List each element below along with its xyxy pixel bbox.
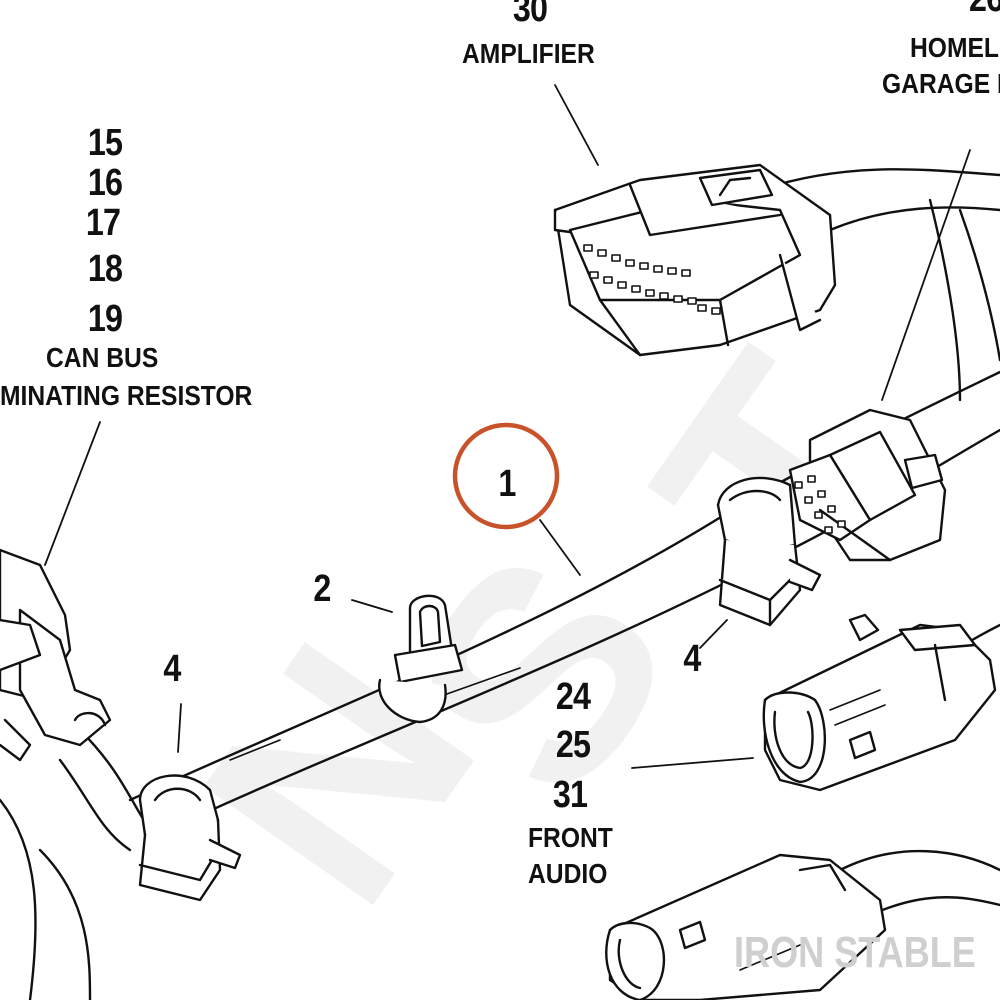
right-clamp-callout-number: 4 xyxy=(683,638,701,680)
left-branches xyxy=(0,728,152,1000)
amplifier-label: AMPLIFIER xyxy=(462,38,595,69)
left-harness-clamp xyxy=(138,774,242,902)
can-bus-callout-number: 16 xyxy=(87,162,123,204)
amplifier-callout-number: 30 xyxy=(512,0,548,30)
can-bus-label-line1: CAN BUS xyxy=(46,342,159,373)
lower-connector xyxy=(605,853,887,1000)
homelink-callout-number: 26 xyxy=(969,0,1000,18)
amplifier-branch xyxy=(758,168,1000,402)
front-audio-callout-number: 31 xyxy=(552,774,588,816)
iron-stable-watermark: IRON STABLE xyxy=(734,928,976,977)
clip-callout-number: 2 xyxy=(313,568,331,610)
amplifier-connector xyxy=(553,163,837,357)
homelink-label-line1: HOMELI xyxy=(910,32,1000,63)
highlight-circle xyxy=(452,422,560,530)
can-bus-callout-number: 15 xyxy=(87,122,123,164)
amplifier-pins xyxy=(583,244,721,315)
front-audio-callout-number: 24 xyxy=(555,676,591,718)
right-harness-clamp xyxy=(716,476,822,627)
can-bus-connector xyxy=(0,548,112,762)
can-bus-callout-number: 17 xyxy=(85,202,121,244)
front-audio-label-line2: AUDIO xyxy=(528,858,608,889)
can-bus-callout-number: 19 xyxy=(87,298,123,340)
can-bus-label-line2: MINATING RESISTOR xyxy=(0,380,253,411)
front-audio-connector xyxy=(762,613,997,792)
homelink-label-line2: GARAGE D xyxy=(882,68,1000,99)
leader-lines xyxy=(44,84,971,769)
homelink-pins xyxy=(794,475,846,534)
front-audio-callout-number: 25 xyxy=(555,724,591,766)
can-bus-callout-number: 18 xyxy=(87,248,123,290)
harness-callout-number: 1 xyxy=(498,463,516,505)
middle-harness-clip xyxy=(378,594,464,724)
front-audio-label-line1: FRONT xyxy=(528,822,613,853)
left-clamp-callout-number: 4 xyxy=(163,648,181,690)
